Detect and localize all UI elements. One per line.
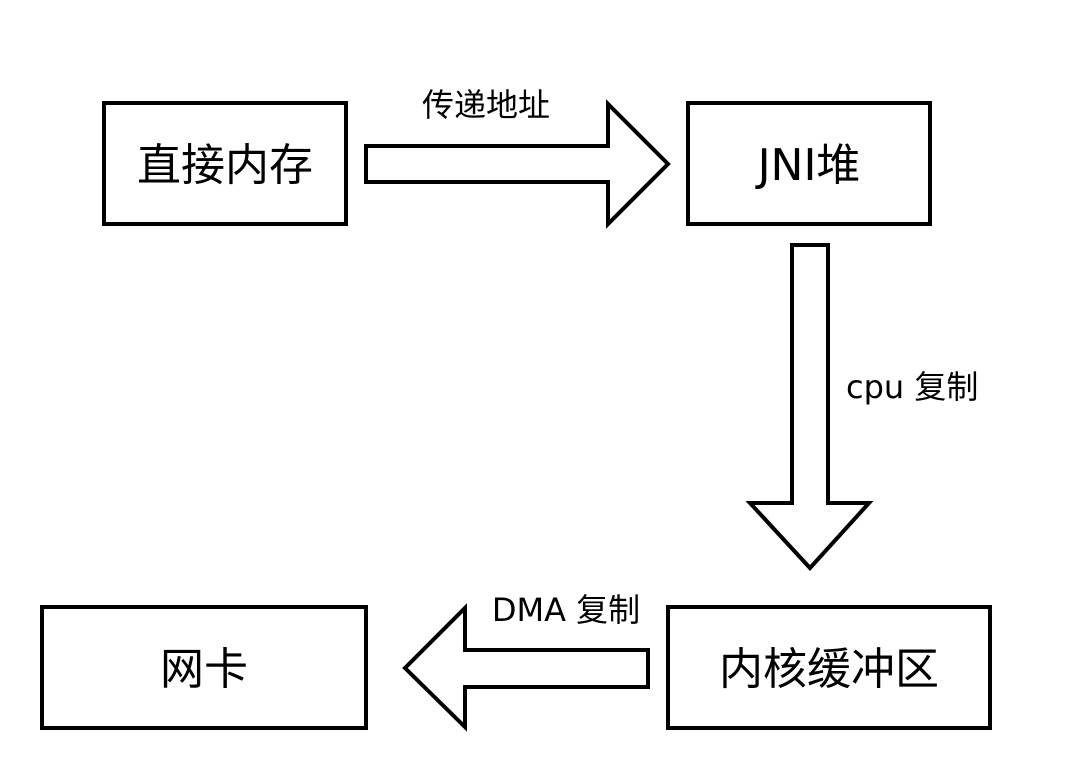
node-kernel-buffer-label: 内核缓冲区	[719, 644, 939, 695]
node-direct-memory: 直接内存	[102, 101, 348, 226]
arrow-dma-copy: DMA 复制	[402, 591, 650, 732]
node-jni-heap-label: JNI堆	[755, 140, 861, 191]
node-nic-label: 网卡	[160, 644, 248, 695]
arrow-dma-copy-label: DMA 复制	[492, 591, 640, 629]
node-jni-heap: JNI堆	[686, 101, 932, 226]
arrow-cpu-copy: cpu 复制	[745, 243, 978, 571]
arrow-pass-address-label: 传递地址	[422, 86, 550, 124]
node-nic: 网卡	[40, 605, 368, 730]
node-direct-memory-label: 直接内存	[137, 140, 313, 191]
arrow-cpu-copy-label: cpu 复制	[846, 368, 978, 406]
arrow-pass-address: 传递地址	[364, 86, 671, 229]
node-kernel-buffer: 内核缓冲区	[666, 605, 992, 730]
